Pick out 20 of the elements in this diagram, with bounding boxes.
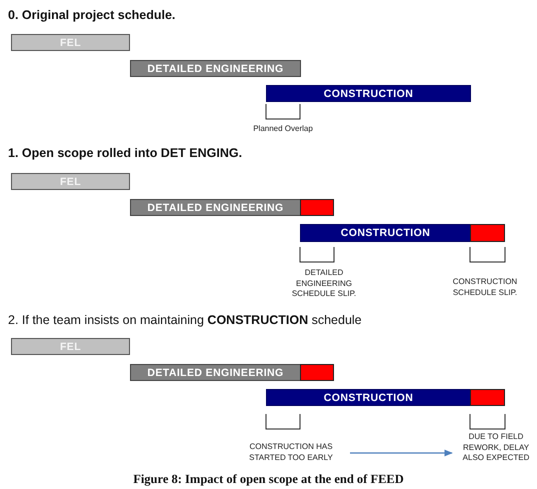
bracket-label: DETAILED ENGINEERING SCHEDULE SLIP. xyxy=(290,268,358,300)
bracket-label: CONSTRUCTION SCHEDULE SLIP. xyxy=(452,277,518,298)
schedule-bar: DETAILED ENGINEERING xyxy=(130,60,301,77)
bracket-label: Planned Overlap xyxy=(252,124,314,134)
figure-caption: Figure 8: Impact of open scope at the end of FEED xyxy=(132,472,405,487)
schedule-bar: DETAILED ENGINEERING xyxy=(130,199,301,216)
section-heading: 1. Open scope rolled into DET ENGING. xyxy=(8,146,242,160)
schedule-bar: CONSTRUCTION xyxy=(266,389,471,406)
schedule-bar: CONSTRUCTION xyxy=(266,85,471,102)
slip-bar xyxy=(300,199,334,216)
slip-bar xyxy=(470,389,505,406)
annotation-text: DUE TO FIELD REWORK, DELAY ALSO EXPECTED xyxy=(455,432,537,465)
section-heading: 0. Original project schedule. xyxy=(8,8,176,22)
schedule-bar: CONSTRUCTION xyxy=(300,224,471,242)
slip-bar xyxy=(300,364,334,381)
section-heading: 2. If the team insists on maintaining CONSTRUCTION schedule xyxy=(8,313,362,327)
schedule-bar: DETAILED ENGINEERING xyxy=(130,364,301,381)
arrow xyxy=(350,450,453,456)
annotation-text: CONSTRUCTION HAS STARTED TOO EARLY xyxy=(236,442,346,464)
slip-bar xyxy=(470,224,505,242)
